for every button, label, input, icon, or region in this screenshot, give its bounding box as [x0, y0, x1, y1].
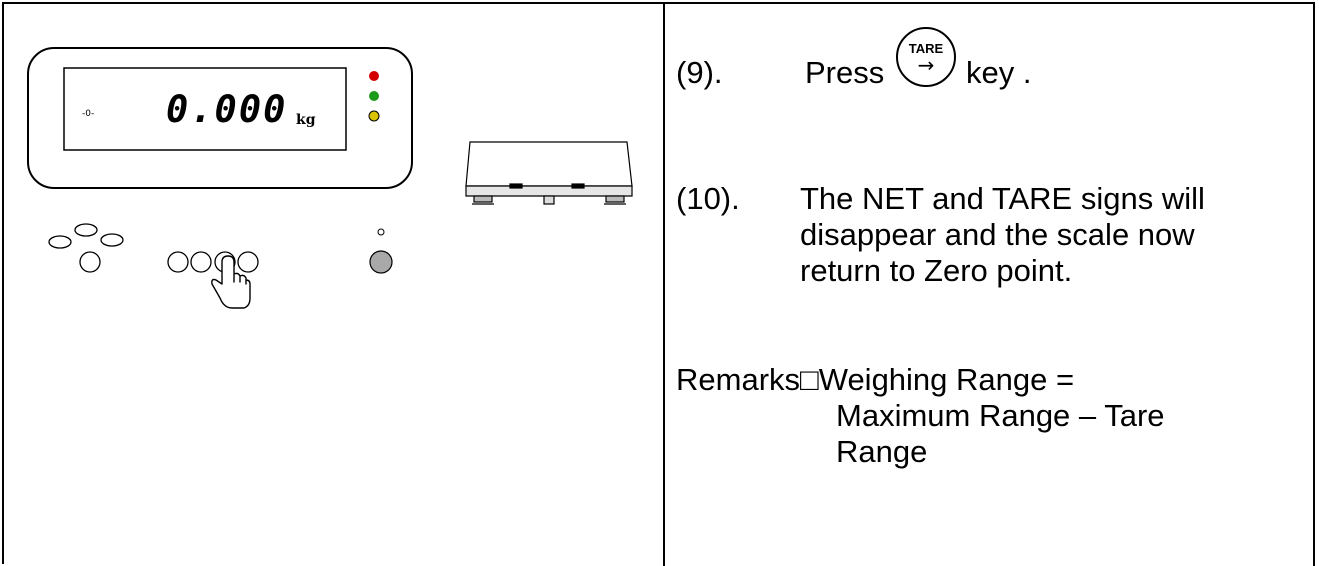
display-reading: 0.000 — [166, 88, 287, 131]
step-9-number: (9). — [676, 55, 723, 90]
page-right-border — [1313, 2, 1315, 566]
mode-indicator-ellipses — [48, 223, 124, 249]
small-status-dot — [377, 228, 385, 236]
scale-platform-icon — [465, 141, 633, 205]
remarks-line-1: Maximum Range – Tare — [836, 398, 1165, 433]
pointing-hand-icon — [211, 255, 251, 309]
lcd-display — [63, 67, 347, 151]
keypad-buttons — [79, 251, 259, 273]
column-divider — [663, 2, 665, 566]
step-9-key-text: key . — [966, 55, 1032, 90]
zero-marker-text: -0- — [82, 109, 94, 119]
scale-illustration: -0- 0.000 kg — [27, 47, 633, 309]
remarks-line-2: Range — [836, 434, 928, 469]
remarks-label: Remarks□Weighing Range = — [676, 362, 1075, 397]
step-10-line-3: return to Zero point. — [800, 253, 1073, 288]
step-9-press-text: Press — [805, 55, 885, 90]
yellow-light — [368, 110, 380, 122]
step-10-number: (10). — [676, 181, 740, 216]
green-light — [369, 91, 379, 101]
red-light — [369, 71, 379, 81]
tare-key-label: TARE — [909, 41, 944, 56]
step-10-line-1: The NET and TARE signs will — [800, 181, 1205, 216]
step-10-line-2: disappear and the scale now — [800, 217, 1195, 252]
power-button — [369, 250, 393, 274]
tare-arrow-icon: TARE → — [896, 27, 956, 87]
display-unit: kg — [296, 112, 316, 128]
tare-key-arrow: → — [918, 53, 935, 77]
